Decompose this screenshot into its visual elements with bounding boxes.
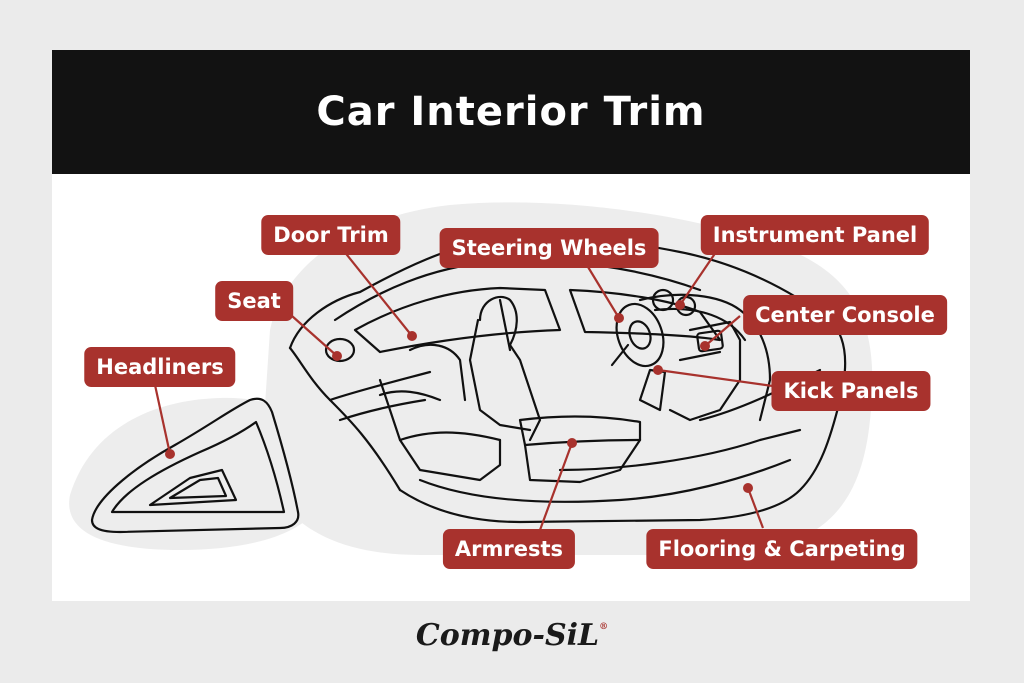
label-flooring-carpeting: Flooring & Carpeting [646,529,918,569]
label-headliners: Headliners [84,347,236,387]
title-banner: Car Interior Trim [52,50,970,174]
label-instrument-panel: Instrument Panel [700,215,930,255]
brand-logo: Compo-SiL® [0,618,1024,653]
brand-name: Compo-SiL [415,618,600,653]
leader-lines [153,239,781,531]
label-armrests: Armrests [442,529,576,569]
label-center-console: Center Console [743,295,947,335]
label-steering-wheels: Steering Wheels [439,228,659,268]
background-blob-car [262,202,873,555]
car-body-drawing [288,234,847,524]
registered-mark: ® [599,622,609,632]
label-door-trim: Door Trim [261,215,401,255]
leader-dots [165,300,753,493]
page-title: Car Interior Trim [316,89,706,135]
label-kick-panels: Kick Panels [771,371,931,411]
label-seat: Seat [215,281,293,321]
